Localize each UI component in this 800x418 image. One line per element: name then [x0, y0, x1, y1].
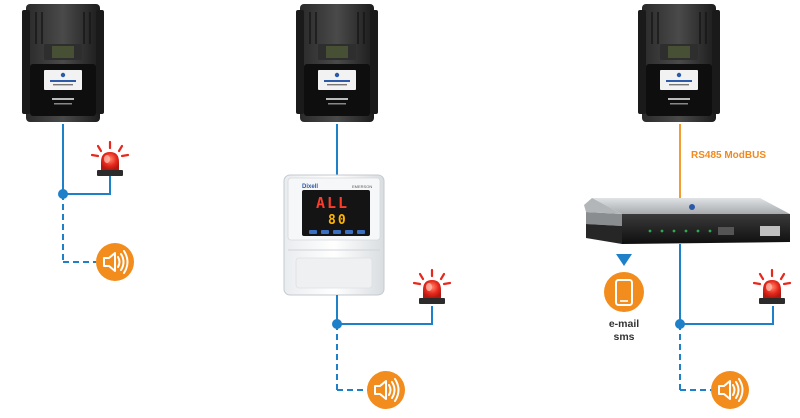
beacon-icon	[412, 268, 452, 306]
controller-brand: Dixell	[302, 184, 318, 190]
smartphone-icon	[604, 272, 644, 312]
setup-2-controller-alarm: Dixell EMERSON ALL 80	[283, 4, 452, 410]
wire-beacon-3	[680, 306, 774, 325]
setup-1-direct-alarm	[22, 4, 135, 282]
speaker-icon	[710, 370, 750, 410]
wire-beacon-2	[337, 306, 433, 325]
gas-detector-3	[638, 4, 720, 123]
network-label: RS485 ModBUS	[691, 150, 766, 161]
beacon-icon	[752, 268, 792, 306]
setup-3-network-alarm: RS485 ModBUS e-mail sms	[584, 4, 792, 410]
controller-buttons	[309, 230, 365, 234]
controller-brand-right: EMERSON	[352, 184, 372, 189]
notify-label-email: e-mail	[609, 318, 639, 330]
triangle-down-icon	[616, 254, 632, 266]
speaker-icon	[366, 370, 406, 410]
junction-node-1	[58, 189, 68, 199]
controller-display	[302, 190, 370, 236]
dixell-controller: Dixell EMERSON ALL 80	[283, 174, 385, 296]
display-line-2: 80	[328, 213, 348, 228]
speaker-icon	[95, 242, 135, 282]
monitoring-gateway	[584, 198, 790, 244]
gas-detector-2	[296, 4, 378, 123]
beacon-icon	[90, 140, 130, 178]
wire-beacon-1	[63, 176, 111, 195]
gas-detector-1	[22, 4, 104, 123]
display-line-1: ALL	[316, 194, 349, 212]
notify-label-sms: sms	[613, 331, 634, 343]
